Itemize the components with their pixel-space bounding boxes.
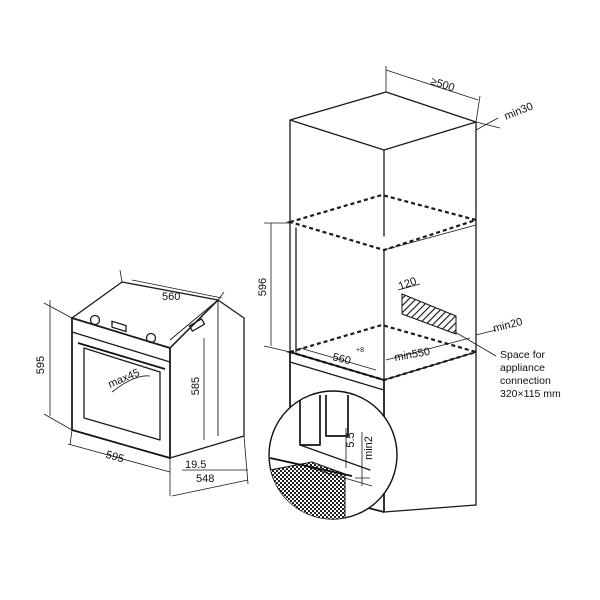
oven-knob-right bbox=[145, 332, 157, 344]
cabinet-shelf-lower bbox=[286, 323, 480, 382]
dim-oven-door: 19.5 bbox=[185, 459, 206, 471]
oven-door-window bbox=[83, 347, 161, 441]
dim-niche-width-tol: +8 bbox=[356, 347, 364, 354]
dim-oven-width-top: 560 bbox=[162, 291, 180, 303]
dim-oven-depth: 548 bbox=[196, 473, 214, 485]
oven-vent bbox=[188, 318, 206, 332]
oven-control-panel bbox=[71, 331, 171, 363]
detail-circle: 5.5 min2 bbox=[268, 390, 398, 520]
cabinet-top bbox=[289, 91, 477, 151]
note-connection-line3: connection bbox=[500, 375, 551, 387]
dim-niche-width: 560 bbox=[331, 351, 352, 367]
oven-knob-left bbox=[89, 314, 101, 326]
dim-socket-height: 120 bbox=[397, 275, 418, 293]
dim-oven-width-bottom: 595 bbox=[104, 449, 125, 466]
note-connection-line2: appliance bbox=[500, 362, 545, 374]
dim-rear-gap: min20 bbox=[492, 316, 524, 335]
oven-display bbox=[111, 320, 127, 333]
detail-dim-a: 5.5 bbox=[345, 432, 357, 447]
dim-cabinet-depth-top: ≥500 bbox=[429, 75, 456, 94]
dim-cabinet-rear-gap-top: min30 bbox=[503, 100, 535, 122]
note-connection-line1: Space for bbox=[500, 349, 545, 361]
note-connection-line4: 320×115 mm bbox=[500, 388, 561, 400]
dim-oven-height-right: 585 bbox=[190, 377, 202, 395]
connection-socket-area bbox=[401, 293, 457, 335]
cabinet-shelf-upper bbox=[286, 193, 480, 252]
dim-oven-height-left: 595 bbox=[35, 356, 47, 374]
dim-oven-angle: max45 bbox=[106, 367, 141, 391]
dim-niche-depth: min550 bbox=[393, 346, 431, 364]
dim-niche-height: 596 bbox=[257, 278, 269, 296]
oven-body bbox=[169, 299, 245, 459]
oven-drawing: 560 595 585 max45 595 19.5 548 bbox=[35, 269, 249, 497]
detail-dim-b: min2 bbox=[363, 436, 375, 460]
oven-handle bbox=[77, 342, 166, 370]
